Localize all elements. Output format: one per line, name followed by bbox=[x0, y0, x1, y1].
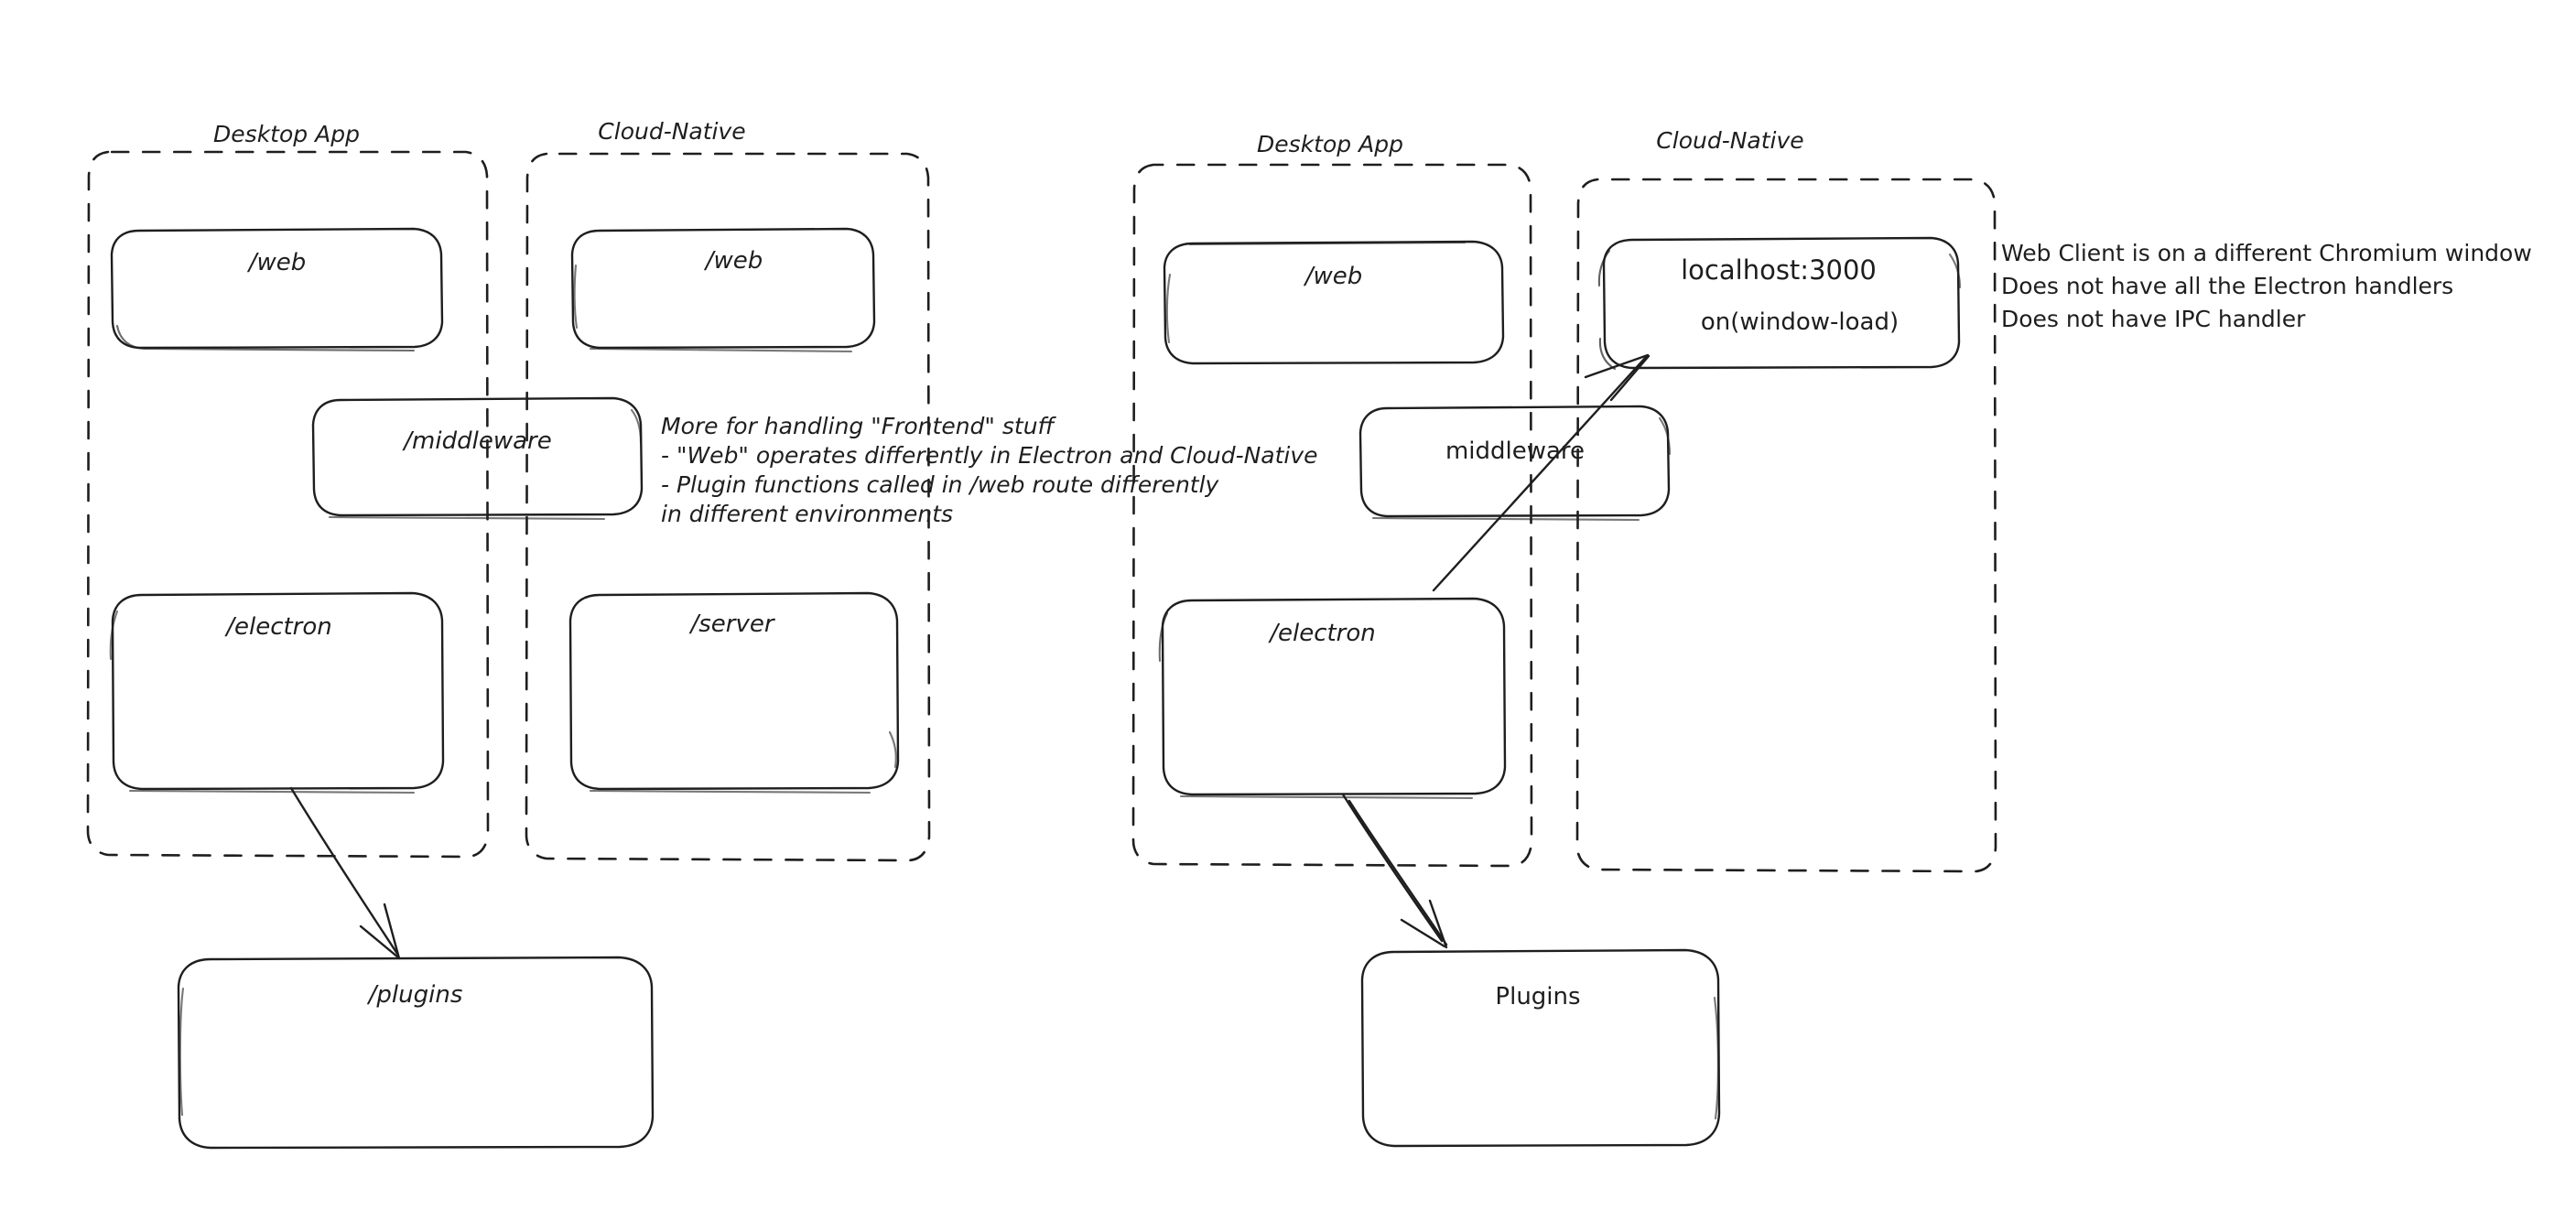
svg-text:More for handling "Frontend" s: More for handling "Frontend" stuff bbox=[661, 413, 1057, 439]
box-left-plugins bbox=[177, 956, 655, 1150]
note-red-right: Web Client is on a different Chromium wi… bbox=[2001, 240, 2532, 332]
note-green-left: More for handling "Frontend" stuff - "We… bbox=[661, 413, 1318, 527]
box-right-middleware bbox=[1358, 405, 1672, 522]
svg-text:Does not have all the Electron: Does not have all the Electron handlers bbox=[2001, 273, 2453, 299]
box-label-left-plugins: /plugins bbox=[367, 981, 463, 1009]
svg-text:in different environments: in different environments bbox=[661, 501, 953, 527]
svg-text:Web Client is on a different C: Web Client is on a different Chromium wi… bbox=[2001, 240, 2532, 266]
group-label-left-cloud-native: Cloud-Native bbox=[598, 118, 745, 145]
box-left-cloud-web bbox=[570, 227, 876, 353]
arrow-right-electron-to-localhost bbox=[1432, 353, 1651, 592]
box-left-server bbox=[568, 591, 900, 794]
svg-text:- Plugin functions called in /: - Plugin functions called in /web route … bbox=[661, 471, 1220, 498]
arrow-right-electron-to-plugins bbox=[1341, 793, 1448, 949]
box-right-desktop-web bbox=[1163, 240, 1505, 365]
group-label-right-desktop-app: Desktop App bbox=[1257, 131, 1403, 157]
box-label-left-server: /server bbox=[688, 611, 775, 638]
arrow-left-electron-to-plugins bbox=[289, 786, 401, 960]
box-label-left-cloud-web: /web bbox=[704, 247, 763, 275]
box-sublabel-right-localhost: on(window-load) bbox=[1701, 308, 1899, 336]
box-left-desktop-web bbox=[110, 227, 444, 352]
box-label-left-desktop-web: /web bbox=[247, 249, 307, 276]
box-label-right-plugins: Plugins bbox=[1495, 983, 1580, 1010]
box-left-middleware bbox=[311, 396, 644, 521]
box-label-right-electron: /electron bbox=[1268, 620, 1376, 647]
group-label-right-cloud-native: Cloud-Native bbox=[1656, 127, 1803, 154]
group-right-cloud-native bbox=[1575, 178, 1997, 873]
box-right-plugins bbox=[1360, 948, 1721, 1148]
box-right-localhost bbox=[1597, 236, 1962, 371]
box-label-right-middleware: middleware bbox=[1445, 438, 1585, 465]
box-left-electron bbox=[109, 591, 445, 794]
group-right-desktop-app bbox=[1131, 163, 1533, 868]
svg-text:Does not have IPC handler: Does not have IPC handler bbox=[2001, 306, 2306, 332]
group-label-left-desktop-app: Desktop App bbox=[213, 121, 360, 147]
group-left-desktop-app bbox=[86, 150, 490, 859]
box-right-electron bbox=[1158, 597, 1507, 800]
box-label-left-middleware: /middleware bbox=[402, 427, 551, 455]
box-label-left-electron: /electron bbox=[224, 613, 332, 641]
svg-text:- "Web" operates differently i: - "Web" operates differently in Electron… bbox=[661, 442, 1318, 469]
box-label-right-desktop-web: /web bbox=[1304, 263, 1363, 290]
box-label-right-localhost: localhost:3000 bbox=[1681, 254, 1877, 286]
